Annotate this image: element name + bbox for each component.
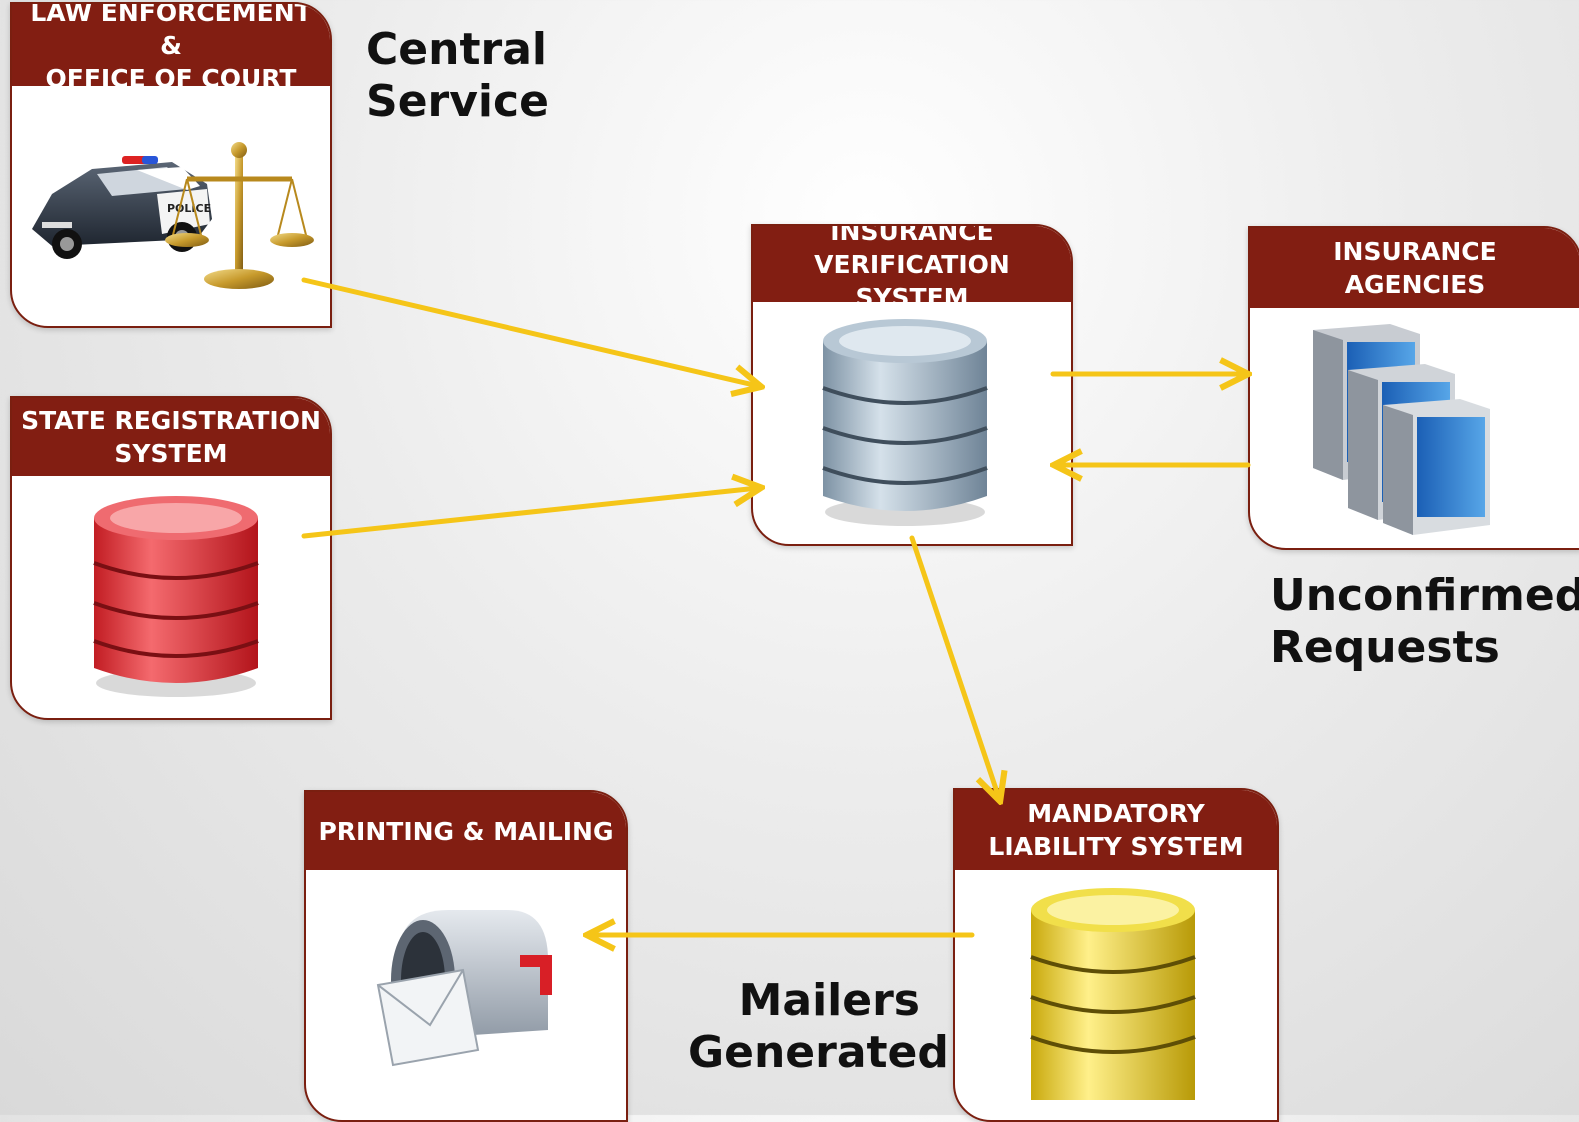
svg-text:POLICE: POLICE [167,202,211,215]
gray-database-icon [822,319,988,526]
server-stack-icon [1313,324,1490,535]
arrow-law-to-ivs [301,277,758,386]
node-title: PRINTING & MAILING [306,792,626,870]
node-printing-mailing: PRINTING & MAILING [304,790,628,1122]
node-title: MANDATORY LIABILITY SYSTEM [955,790,1277,870]
yellow-database-icon [1030,888,1196,1100]
node-insurance-agencies: INSURANCE AGENCIES [1248,226,1579,550]
mailbox-icon [376,910,552,1067]
red-database-icon [93,496,259,697]
arrow-ivs-to-mandatory [909,535,999,798]
police-car-and-scales-icon: POLICE [32,142,314,289]
node-state-registration: STATE REGISTRATION SYSTEM [10,396,332,720]
arrow-state-to-ivs [301,488,758,539]
caption-central-service: Central Service [366,24,549,127]
node-title: INSURANCE VERIFICATION SYSTEM [753,226,1071,312]
caption-unconfirmed-requests: Unconfirmed Requests [1270,570,1579,673]
node-title: LAW ENFORCEMENT & OFFICE OF COURT [12,4,330,93]
node-insurance-verification: INSURANCE VERIFICATION SYSTEM [751,224,1073,546]
caption-mailers-generated: Mailers Generated [688,975,949,1078]
node-law-enforcement: LAW ENFORCEMENT & OFFICE OF COURT POLICE [10,2,332,328]
node-title: INSURANCE AGENCIES [1250,228,1579,308]
node-title: STATE REGISTRATION SYSTEM [12,398,330,476]
node-mandatory-liability: MANDATORY LIABILITY SYSTEM [953,788,1279,1122]
